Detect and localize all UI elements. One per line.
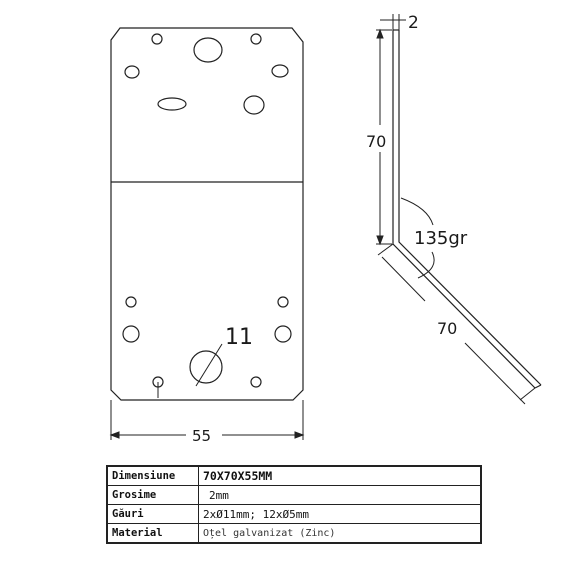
- plate-front-view: [110, 27, 304, 401]
- table-row: Dimensiune 70X70X55MM: [106, 465, 482, 486]
- spec-value-grosime: 2mm: [198, 485, 482, 505]
- hole-5: [277, 296, 289, 308]
- lower-holes: [122, 296, 292, 388]
- hole-dimension: 11: [157, 325, 253, 398]
- hole-5: [243, 95, 265, 115]
- hole-5: [124, 65, 140, 79]
- width-dimension: 55: [109, 400, 305, 445]
- spec-value-material: Oțel galvanizat (Zinc): [198, 523, 482, 544]
- table-row: Grosime 2mm: [106, 485, 482, 505]
- lower-leg-label: 70: [437, 319, 457, 338]
- spec-value-dimensiune: 70X70X55MM: [198, 465, 482, 486]
- hole-5: [274, 325, 292, 343]
- hole-5: [122, 325, 140, 343]
- profile-inner: [398, 30, 542, 386]
- plate-outline: [110, 27, 304, 401]
- profile-end-edge: [534, 384, 542, 389]
- width-dimension-label: 55: [192, 427, 211, 445]
- angle-label: 135gr: [414, 228, 468, 249]
- angle-dimension: 135gr: [400, 197, 468, 279]
- thickness-dimension: 2: [380, 13, 419, 33]
- profile-outer: [392, 30, 536, 389]
- technical-drawing: 11 55 2 70 135gr: [109, 13, 542, 445]
- upper-leg-label: 70: [366, 132, 386, 151]
- upper-holes: [124, 33, 289, 115]
- upper-leg-dimension: 70: [366, 28, 392, 246]
- spec-key-material: Material: [106, 523, 199, 544]
- hole-5: [151, 33, 163, 45]
- plate-side-view: [392, 29, 542, 389]
- spec-value-gauri: 2xØ11mm; 12xØ5mm: [198, 504, 482, 524]
- table-row: Găuri 2xØ11mm; 12xØ5mm: [106, 504, 482, 524]
- hole-5: [125, 296, 137, 308]
- thickness-dimension-label: 2: [408, 13, 419, 33]
- hole-11-top: [193, 37, 223, 63]
- hole-11-bottom: [189, 350, 223, 384]
- hole-dimension-label: 11: [225, 325, 253, 350]
- hole-5: [271, 64, 289, 78]
- lower-leg-dimension: 70: [377, 243, 536, 405]
- hole-5: [250, 376, 262, 388]
- spec-key-grosime: Grosime: [106, 485, 199, 505]
- hole-5: [250, 33, 262, 45]
- spec-key-gauri: Găuri: [106, 504, 199, 524]
- table-row: Material Oțel galvanizat (Zinc): [106, 523, 482, 544]
- hole-slot: [157, 97, 187, 111]
- specification-table: Dimensiune 70X70X55MM Grosime 2mm Găuri …: [106, 465, 482, 544]
- spec-key-dimensiune: Dimensiune: [106, 465, 199, 486]
